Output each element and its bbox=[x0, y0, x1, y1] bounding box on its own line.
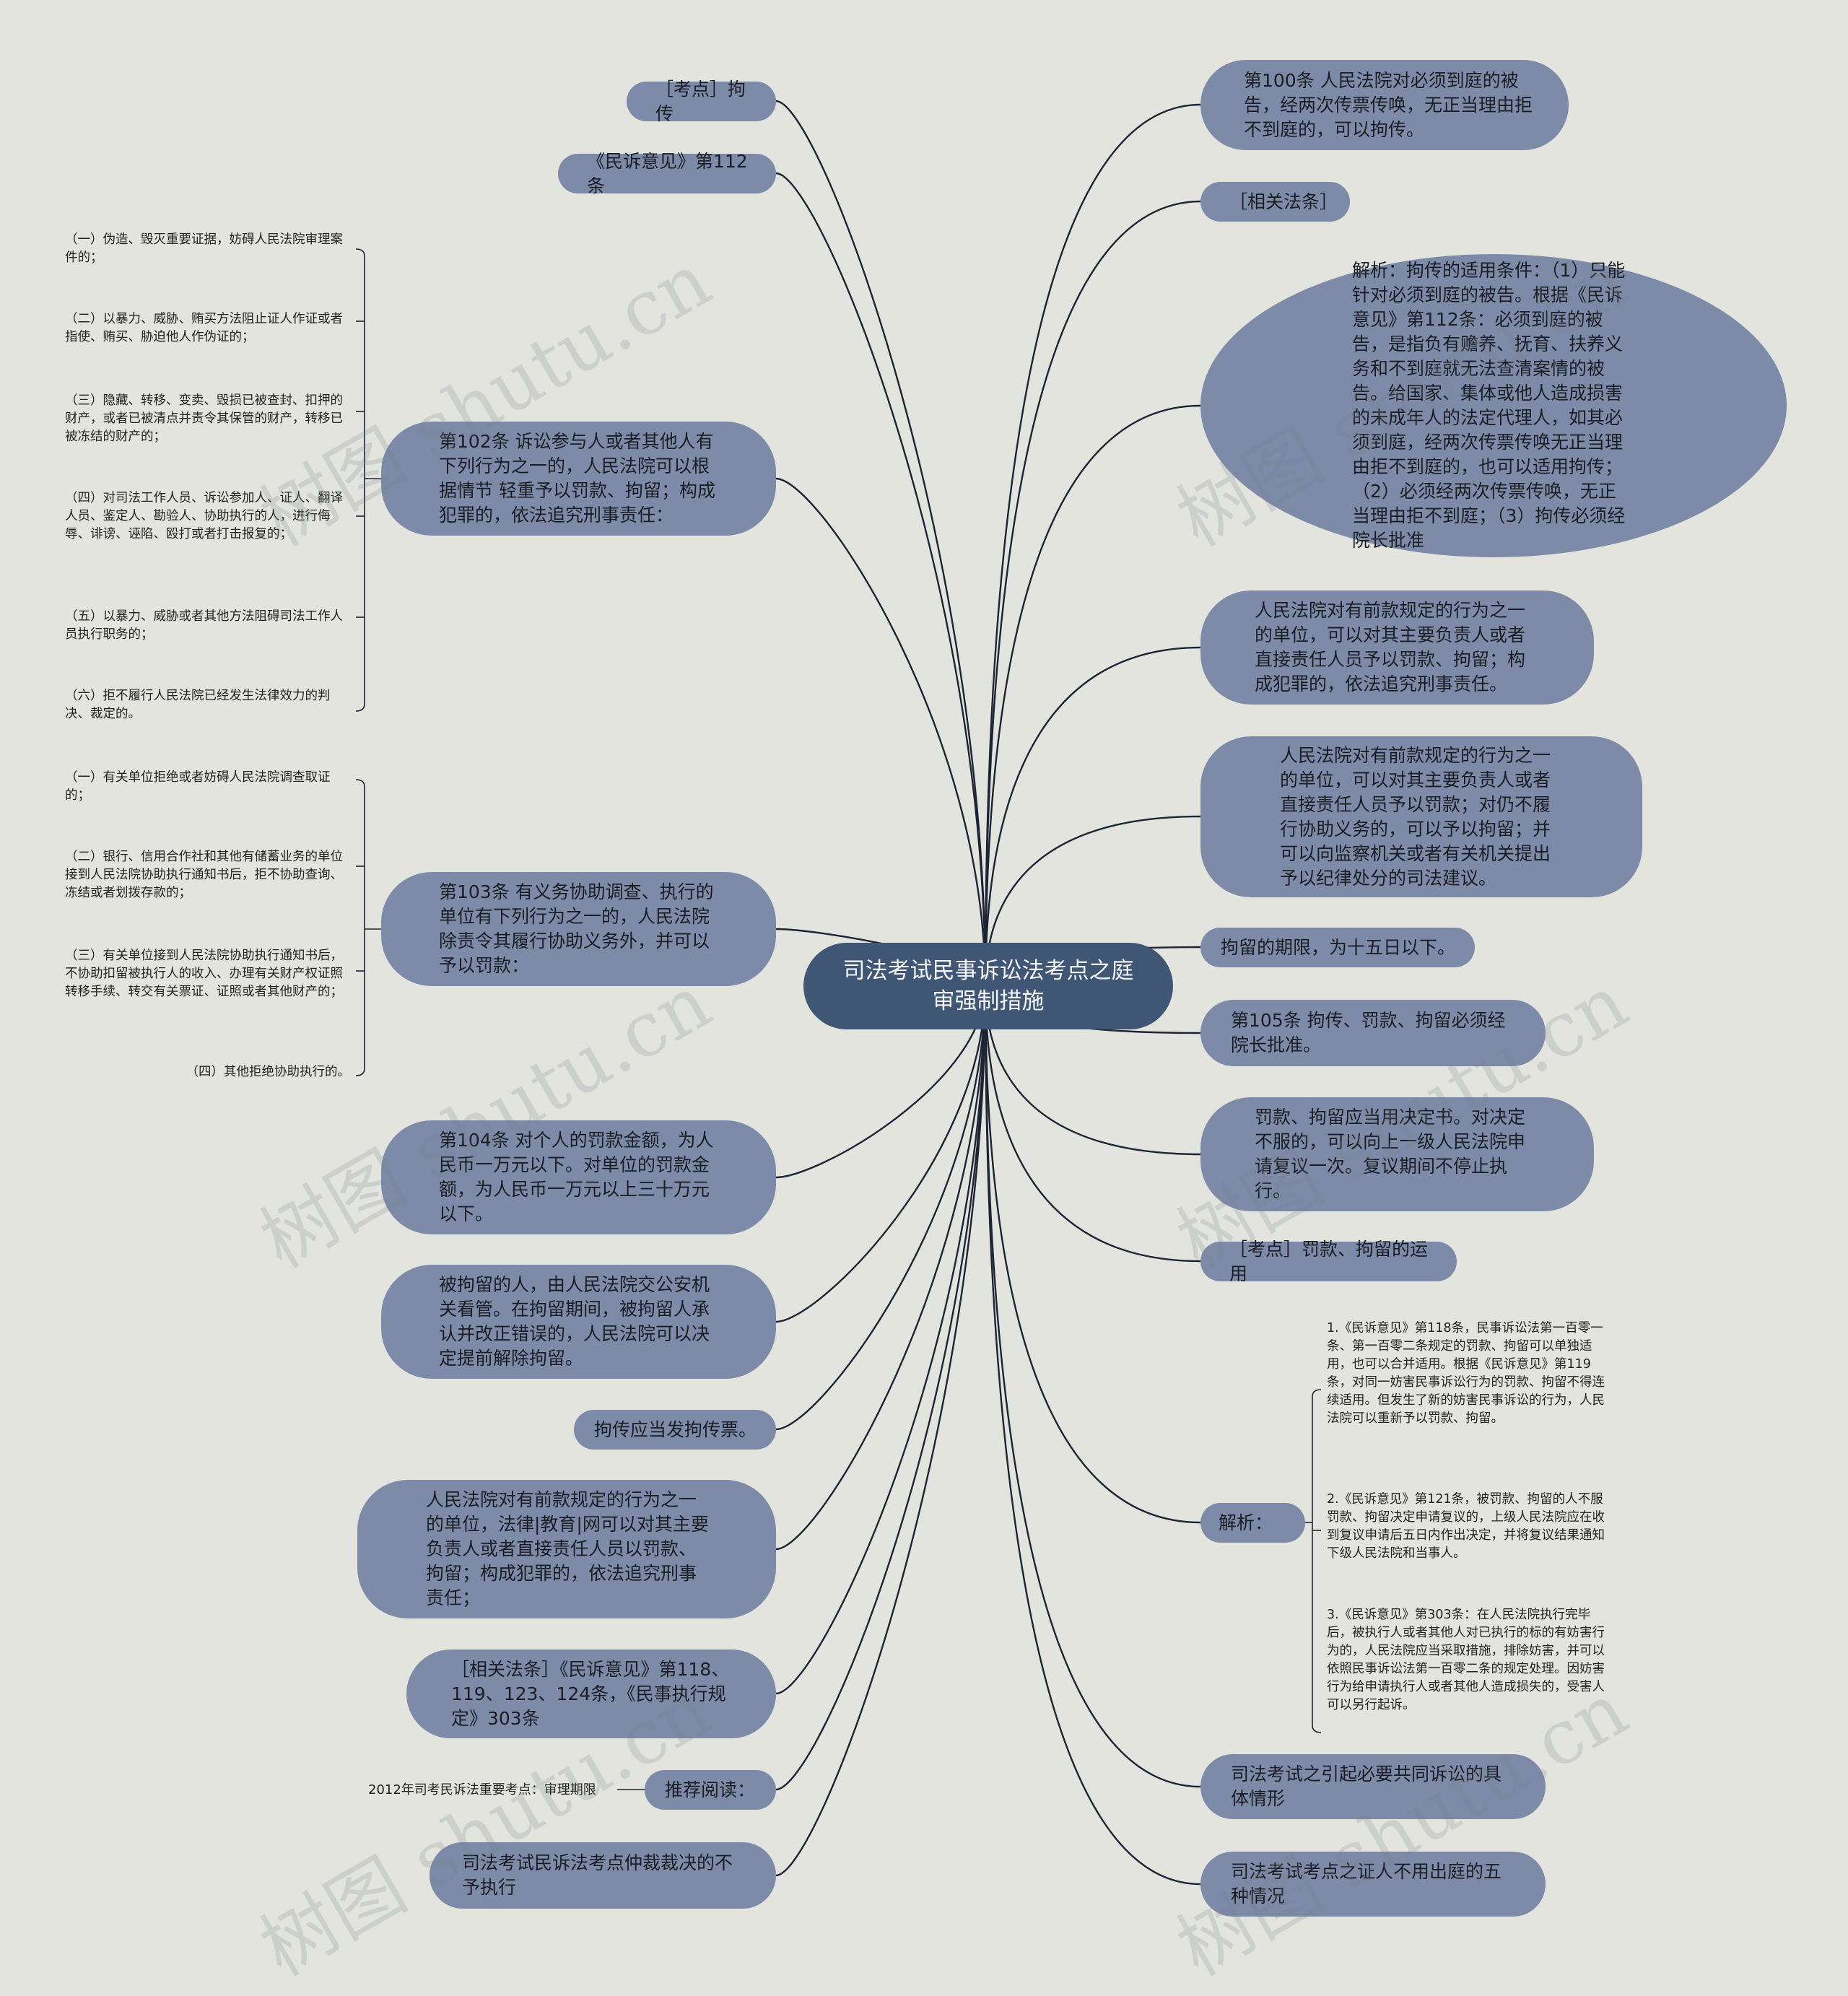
node-text: 第100条 人民法院对必须到庭的被告，经两次传票传唤，无正当理由拒不到庭的，可以… bbox=[1244, 69, 1533, 140]
art103-item-3: （三）有关单位接到人民法院协助执行通知书后，不协助扣留被执行人的收入、办理有关财… bbox=[65, 949, 343, 999]
analysis-item-1: 1.《民诉意见》第118条，民事诉讼法第一百零一条、第一百零二条规定的罚款、拘留… bbox=[1327, 1321, 1605, 1426]
left-node-related-laws[interactable]: ［相关法条］《民诉意见》第118、119、123、124条，《民事执行规定》30… bbox=[406, 1649, 776, 1738]
branch-line bbox=[775, 985, 987, 1791]
left-node-art103[interactable]: 第103条 有义务协助调查、执行的单位有下列行为之一的，人民法院除责令其履行协助… bbox=[381, 872, 776, 986]
node-text: ［相关法条］ bbox=[1229, 191, 1338, 212]
right-node-unit-penalty[interactable]: 人民法院对有前款规定的行为之一的单位，可以对其主要负责人或者直接责任人员予以罚款… bbox=[1200, 590, 1594, 705]
node-text: 人民法院对有前款规定的行为之一的单位，可以对其主要负责人或者直接责任人员予以罚款… bbox=[1255, 600, 1526, 694]
node-text: 人民法院对有前款规定的行为之一的单位，法律|教育|网可以对其主要负责人或者直接责… bbox=[426, 1489, 709, 1608]
right-node-art100[interactable]: 第100条 人民法院对必须到庭的被告，经两次传票传唤，无正当理由拒不到庭的，可以… bbox=[1200, 60, 1569, 150]
bracket-art102 bbox=[355, 248, 365, 257]
branch-line bbox=[984, 985, 1201, 1886]
branch-line bbox=[984, 646, 1201, 987]
node-text: 第105条 拘传、罚款、拘留必须经院长批准。 bbox=[1231, 1010, 1506, 1055]
root-node[interactable]: 司法考试民事诉讼法考点之庭审强制措施 bbox=[803, 943, 1173, 1029]
branch-line bbox=[775, 985, 987, 1323]
art103-item-2: （二）银行、信用合作社和其他有储蓄业务的单位接到人民法院协助执行通知书后，拒不协… bbox=[65, 850, 343, 900]
left-node-exam-point-summons[interactable]: ［考点］拘传 bbox=[627, 79, 776, 124]
branch-line bbox=[775, 172, 987, 987]
right-node-witness[interactable]: 司法考试考点之证人不用出庭的五种情况 bbox=[1200, 1852, 1546, 1917]
node-text: ［考点］罚款、拘留的运用 bbox=[1229, 1238, 1429, 1284]
node-text: 解析：拘传的适用条件：（1）只能针对必须到庭的被告。根据《民诉意见》第112条：… bbox=[1352, 260, 1626, 551]
art103-item-1: （一）有关单位拒绝或者妨碍人民法院调查取证的； bbox=[65, 770, 331, 803]
left-node-art104[interactable]: 第104条 对个人的罚款金额，为人民币一万元以下。对单位的罚款金额，为人民币一万… bbox=[381, 1120, 776, 1234]
node-text: 拘传应当发拘传票。 bbox=[594, 1418, 757, 1440]
left-node-opinion-112[interactable]: 《民诉意见》第112条 bbox=[558, 151, 776, 196]
right-node-unit-fine[interactable]: 人民法院对有前款规定的行为之一的单位，可以对其主要负责人或者直接责任人员予以罚款… bbox=[1200, 736, 1642, 897]
analysis-item-3: 3.《民诉意见》第303条：在人民法院执行完毕后，被执行人或者其他人对已执行的标… bbox=[1327, 1608, 1605, 1712]
right-node-related-law[interactable]: ［相关法条］ bbox=[1200, 182, 1350, 222]
branch-line bbox=[984, 985, 1201, 1263]
root-label: 司法考试民事诉讼法考点之庭审强制措施 bbox=[842, 958, 1134, 1014]
branch-line bbox=[984, 200, 1201, 987]
node-text: ［考点］拘传 bbox=[655, 78, 746, 124]
right-node-detention-period[interactable]: 拘留的期限，为十五日以下。 bbox=[1200, 928, 1475, 967]
node-text: 第104条 对个人的罚款金额，为人民币一万元以下。对单位的罚款金额，为人民币一万… bbox=[439, 1130, 714, 1224]
branch-line bbox=[984, 985, 1201, 1524]
art102-item-1: （一）伪造、毁灭重要证据，妨碍人民法院审理案件的； bbox=[65, 232, 343, 265]
art103-item-4: （四）其他拒绝协助执行的。 bbox=[186, 1065, 351, 1079]
right-node-joint-litigation[interactable]: 司法考试之引起必要共同诉讼的具体情形 bbox=[1200, 1754, 1546, 1819]
left-node-summons-ticket[interactable]: 拘传应当发拘传票。 bbox=[574, 1410, 776, 1450]
branch-line bbox=[984, 985, 1201, 1788]
node-text: 人民法院对有前款规定的行为之一的单位，可以对其主要负责人或者直接责任人员予以罚款… bbox=[1280, 744, 1551, 889]
branch-line bbox=[775, 477, 987, 987]
branch-line bbox=[775, 985, 987, 1877]
art102-item-5: （五）以暴力、威胁或者其他方法阻碍司法工作人员执行职务的； bbox=[65, 609, 343, 642]
node-text: ［相关法条］《民诉意见》第118、119、123、124条，《民事执行规定》30… bbox=[451, 1658, 730, 1729]
bracket-art102 bbox=[355, 703, 365, 712]
node-text: 拘留的期限，为十五日以下。 bbox=[1221, 936, 1456, 958]
art102-item-4: （四）对司法工作人员、诉讼参加人、证人、翻译人员、鉴定人、勘验人、协助执行的人，… bbox=[65, 491, 343, 541]
bracket-analysis bbox=[1312, 1389, 1322, 1398]
branch-line bbox=[775, 985, 987, 1431]
analysis-item-2: 2.《民诉意见》第121条，被罚款、拘留的人不服罚款、拘留决定申请复议的，上级人… bbox=[1327, 1492, 1605, 1561]
left-node-detainee[interactable]: 被拘留的人，由人民法院交公安机关看管。在拘留期间，被拘留人承认并改正错误的，人民… bbox=[381, 1265, 776, 1379]
branch-line bbox=[984, 103, 1201, 987]
right-node-decision[interactable]: 罚款、拘留应当用决定书。对决定不服的，可以向上一级人民法院申请复议一次。复议期间… bbox=[1200, 1097, 1594, 1211]
right-node-analysis-summons[interactable]: 解析：拘传的适用条件：（1）只能针对必须到庭的被告。根据《民诉意见》第112条：… bbox=[1200, 254, 1787, 557]
branch-line bbox=[775, 985, 987, 1551]
node-text: 第102条 诉讼参与人或者其他人有下列行为之一的，人民法院可以根据情节 轻重予以… bbox=[439, 431, 715, 526]
left-node-art102[interactable]: 第102条 诉讼参与人或者其他人有下列行为之一的，人民法院可以根据情节 轻重予以… bbox=[381, 422, 776, 536]
node-text: 解析： bbox=[1219, 1512, 1273, 1533]
art102-item-3: （三）隐藏、转移、变卖、毁损已被查封、扣押的财产，或者已被清点并责令其保管的财产… bbox=[65, 393, 343, 444]
branch-line bbox=[775, 985, 987, 1695]
right-node-exam-point-fine[interactable]: ［考点］罚款、拘留的运用 bbox=[1200, 1239, 1457, 1284]
right-node-art105[interactable]: 第105条 拘传、罚款、拘留必须经院长批准。 bbox=[1200, 1000, 1546, 1066]
branch-line bbox=[775, 100, 987, 987]
node-text: 被拘留的人，由人民法院交公安机关看管。在拘留期间，被拘留人承认并改正错误的，人民… bbox=[439, 1274, 710, 1369]
left-node-recommend[interactable]: 推荐阅读： bbox=[645, 1770, 776, 1810]
art102-item-6: （六）拒不履行人民法院已经发生法律效力的判决、裁定的。 bbox=[65, 689, 331, 721]
right-node-analysis[interactable]: 解析： bbox=[1200, 1503, 1305, 1543]
node-text: 罚款、拘留应当用决定书。对决定不服的，可以向上一级人民法院申请复议一次。复议期间… bbox=[1255, 1107, 1526, 1201]
node-text: 司法考试之引起必要共同诉讼的具体情形 bbox=[1231, 1764, 1502, 1809]
bracket-analysis bbox=[1312, 1725, 1322, 1733]
art102-item-2: （二）以暴力、威胁、贿买方法阻止证人作证或者指使、贿买、胁迫他人作伪证的； bbox=[65, 312, 343, 344]
left-node-unit-detention[interactable]: 人民法院对有前款规定的行为之一的单位，法律|教育|网可以对其主要负责人或者直接责… bbox=[357, 1480, 776, 1618]
node-text: 《民诉意见》第112条 bbox=[587, 150, 748, 196]
node-text: 第103条 有义务协助调查、执行的单位有下列行为之一的，人民法院除责令其履行协助… bbox=[439, 881, 714, 976]
branch-line bbox=[984, 404, 1201, 987]
bracket-art103 bbox=[355, 1068, 365, 1076]
node-text: 司法考试民诉法考点仲裁裁决的不予执行 bbox=[462, 1852, 733, 1898]
recommend-item[interactable]: 2012年司考民诉法重要考点：审理期限 bbox=[368, 1782, 596, 1797]
left-node-arbitration[interactable]: 司法考试民诉法考点仲裁裁决的不予执行 bbox=[430, 1842, 776, 1909]
node-text: 推荐阅读： bbox=[665, 1779, 756, 1800]
node-text: 司法考试考点之证人不用出庭的五种情况 bbox=[1231, 1861, 1502, 1906]
bracket-art103 bbox=[355, 779, 365, 788]
